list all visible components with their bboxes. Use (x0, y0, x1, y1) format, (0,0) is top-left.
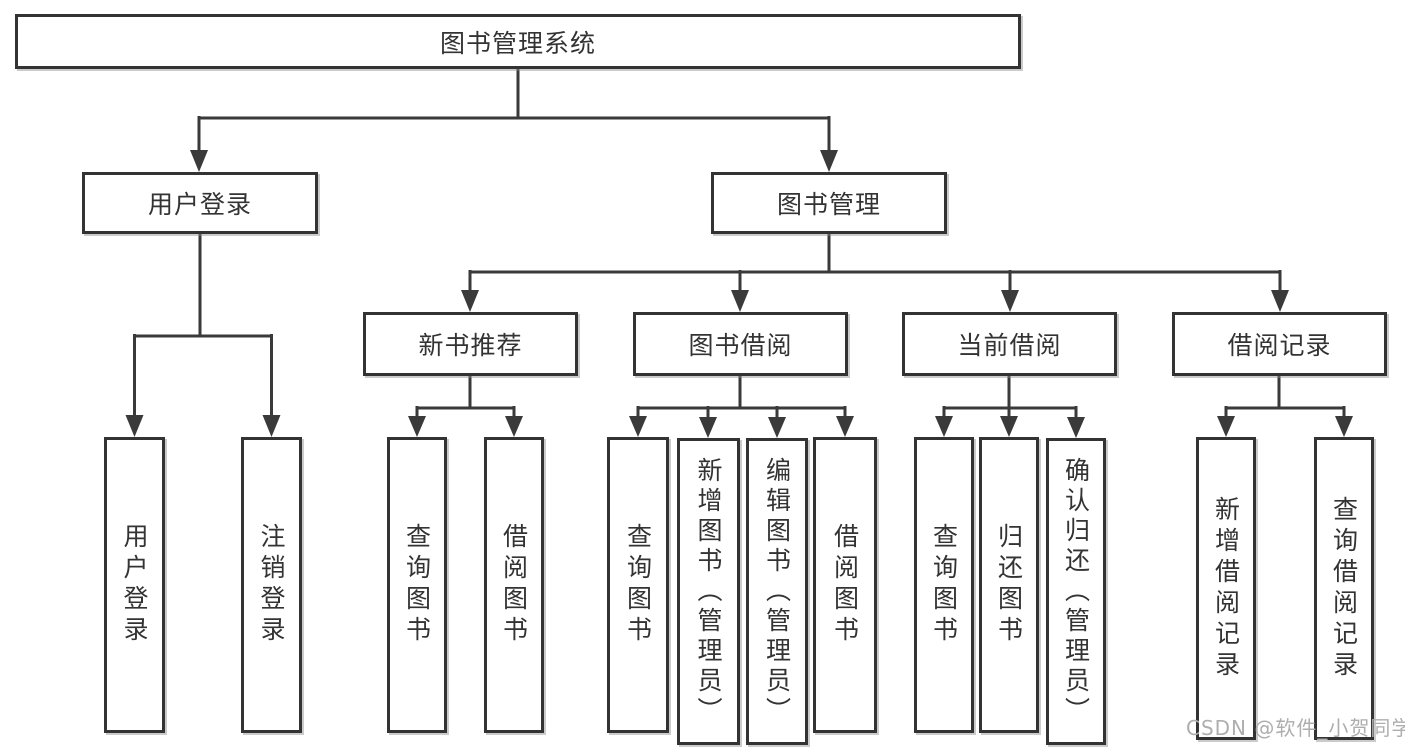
connector-current-borrowing-to-leaves (935, 376, 1085, 438)
leaf-bb-borrow-books-label: 借阅图书 (830, 523, 860, 647)
node-root-library-system: 图书管理系统 (15, 14, 1021, 69)
node-current-borrowing: 当前借阅 (902, 312, 1117, 376)
node-borrowing-records-label: 借阅记录 (1227, 331, 1332, 360)
node-book-mgmt: 图书管理 (711, 172, 947, 234)
leaf-br-query-record: 查询借阅记录 (1314, 437, 1374, 740)
leaf-user-login-label: 用户登录 (120, 523, 149, 647)
node-book-mgmt-label: 图书管理 (776, 190, 881, 219)
leaf-bb-edit-books-admin-label: 编辑图书（管理员） (762, 456, 792, 727)
leaf-cb-query-books-label: 查询图书 (929, 523, 959, 647)
leaf-logout-label: 注销登录 (257, 523, 286, 647)
csdn-watermark: CSDN @软件_小贺同学 (1186, 716, 1405, 740)
leaf-cb-confirm-return-admin-label: 确认归还（管理员） (1061, 456, 1091, 727)
leaf-cb-query-books: 查询图书 (914, 437, 974, 733)
node-borrowing-records: 借阅记录 (1172, 312, 1387, 376)
leaf-bb-edit-books-admin: 编辑图书（管理员） (746, 438, 808, 745)
connector-new-book-rec-to-leaves (408, 376, 523, 437)
node-user-login: 用户登录 (82, 172, 318, 234)
leaf-bb-add-books-admin: 新增图书（管理员） (677, 438, 740, 745)
leaf-cb-confirm-return-admin: 确认归还（管理员） (1046, 438, 1106, 745)
node-book-borrowing-label: 图书借阅 (688, 331, 793, 360)
connector-book-borrowing-to-leaves (629, 376, 854, 438)
connector-root-to-level2 (190, 69, 838, 172)
node-user-login-label: 用户登录 (147, 190, 252, 219)
leaf-cb-return-books-label: 归还图书 (994, 523, 1024, 647)
node-book-borrowing: 图书借阅 (633, 312, 848, 376)
leaf-nb-query-books: 查询图书 (387, 437, 447, 733)
leaf-user-login: 用户登录 (104, 437, 165, 733)
leaf-br-add-record-label: 新增借阅记录 (1211, 495, 1241, 682)
leaf-br-query-record-label: 查询借阅记录 (1329, 495, 1359, 682)
node-new-book-rec: 新书推荐 (363, 312, 578, 376)
node-root-label: 图书管理系统 (439, 28, 596, 58)
node-current-borrowing-label: 当前借阅 (957, 331, 1062, 360)
leaf-bb-query-books-label: 查询图书 (623, 523, 653, 647)
connector-book-mgmt-to-level3 (461, 234, 1289, 312)
connector-user-login-to-leaves (125, 234, 281, 437)
leaf-logout: 注销登录 (241, 437, 302, 733)
leaf-nb-borrow-books: 借阅图书 (484, 437, 544, 733)
leaf-bb-query-books: 查询图书 (607, 437, 669, 733)
leaf-nb-borrow-books-label: 借阅图书 (499, 523, 529, 647)
leaf-cb-return-books: 归还图书 (979, 437, 1039, 733)
leaf-nb-query-books-label: 查询图书 (402, 523, 432, 647)
leaf-bb-borrow-books: 借阅图书 (813, 437, 877, 733)
leaf-br-add-record: 新增借阅记录 (1196, 437, 1256, 740)
connector-borrowing-records-to-leaves (1217, 376, 1353, 437)
leaf-bb-add-books-admin-label: 新增图书（管理员） (694, 456, 723, 727)
node-new-book-rec-label: 新书推荐 (418, 331, 523, 360)
